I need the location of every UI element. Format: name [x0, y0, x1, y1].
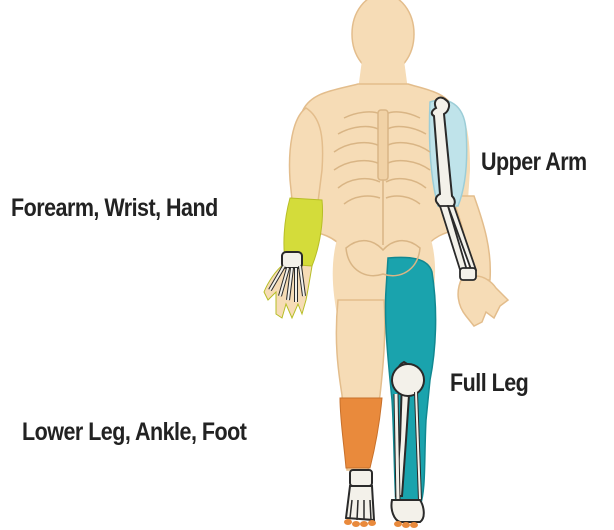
arm-left-upper [290, 108, 323, 202]
label-forearm-wrist-hand: Forearm, Wrist, Hand [11, 196, 218, 221]
hand-right-skin [458, 276, 508, 326]
region-lower-leg [340, 398, 382, 468]
label-lower-leg-ankle-foot: Lower Leg, Ankle, Foot [22, 420, 246, 445]
foot-bones-left [346, 470, 374, 520]
label-upper-arm: Upper Arm [481, 150, 587, 175]
label-full-leg: Full Leg [450, 371, 528, 396]
